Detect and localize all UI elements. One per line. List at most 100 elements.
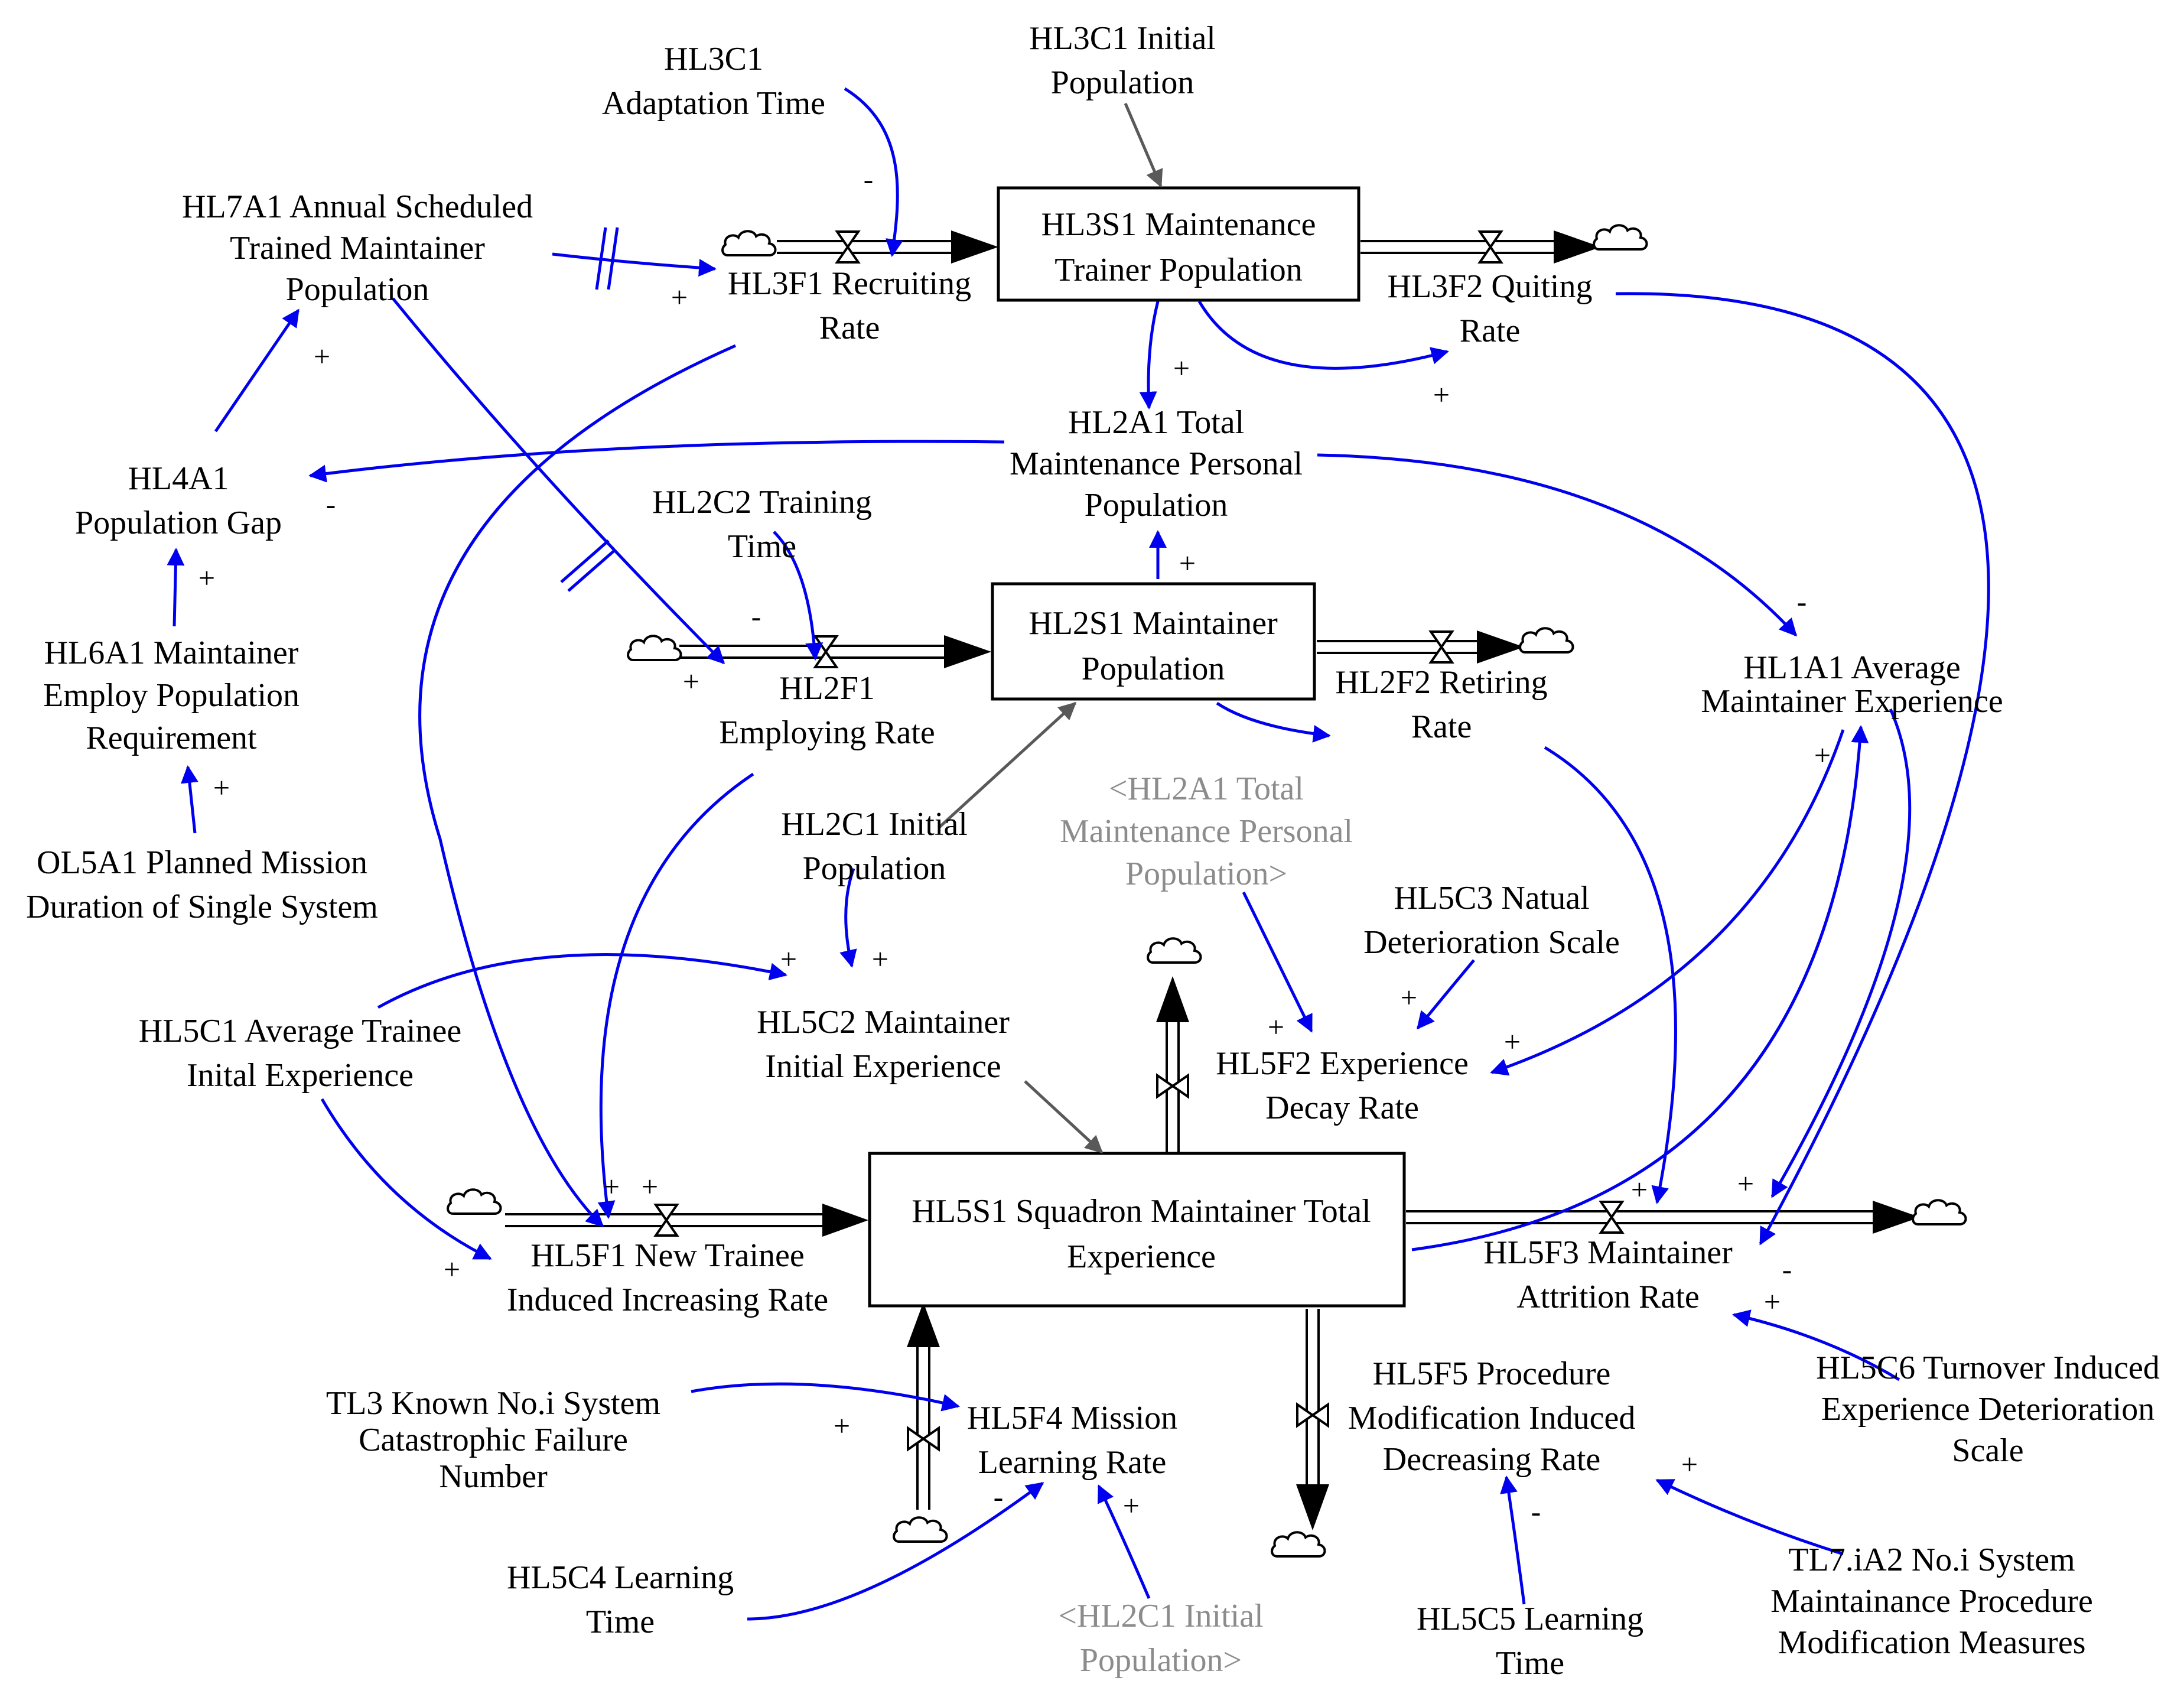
flow-label-hl5f1[interactable]: HL5F1 New Trainee <box>530 1237 805 1274</box>
variable-label-hl2a1[interactable]: Population <box>1085 487 1228 524</box>
variable-label-hl7a1[interactable]: Population <box>286 271 429 308</box>
variable-label-hl6a1[interactable]: Requirement <box>86 720 257 756</box>
variable-label-hl5c2[interactable]: Initial Experience <box>765 1048 1001 1085</box>
cloud-icon <box>1593 224 1648 251</box>
stock-box-hl5s1[interactable] <box>868 1152 1406 1308</box>
variable-label-hl5c3[interactable]: Deterioration Scale <box>1363 924 1620 961</box>
polarity-sign: + <box>872 942 888 976</box>
variable-label-hl2c1[interactable]: HL2C1 Initial <box>781 806 968 843</box>
variable-label-hl4a1[interactable]: HL4A1 <box>128 460 229 497</box>
variable-label-hl3c1-adaptation[interactable]: Adaptation Time <box>602 85 825 122</box>
variable-label-ol5a1[interactable]: Duration of Single System <box>26 889 378 925</box>
variable-label-hl1a1[interactable]: HL1A1 Average <box>1743 649 1961 686</box>
delay-marks <box>560 227 619 592</box>
polarity-sign: + <box>213 771 230 804</box>
variable-label-tl7[interactable]: TL7.iA2 No.i System <box>1788 1542 2075 1578</box>
polarity-sign: + <box>444 1253 460 1286</box>
flow-label-hl5f5[interactable]: Decreasing Rate <box>1383 1441 1600 1478</box>
variable-label-hl2c2[interactable]: HL2C2 Training <box>652 484 872 521</box>
variable-label-hl5c3[interactable]: HL5C3 Natual <box>1394 880 1589 916</box>
polarity-sign: - <box>864 162 874 196</box>
stock-label-hl3s1: HL3S1 Maintenance <box>1041 206 1316 243</box>
variable-label-hl6a1[interactable]: Employ Population <box>43 677 300 714</box>
variable-label-hl5c5[interactable]: Time <box>1496 1645 1564 1682</box>
valve-icon <box>655 1204 678 1237</box>
variable-label-hl5c1[interactable]: Inital Experience <box>187 1057 414 1094</box>
polarity-sign: + <box>1814 739 1831 772</box>
polarity-sign: - <box>1531 1495 1541 1528</box>
variable-label-hl3c1-adaptation[interactable]: HL3C1 <box>664 41 763 77</box>
valve-icon <box>814 635 838 668</box>
polarity-sign: + <box>1401 981 1417 1014</box>
variable-label-hl2c2[interactable]: Time <box>728 528 796 565</box>
flow-label-hl5f1[interactable]: Induced Increasing Rate <box>507 1282 828 1318</box>
flow-label-hl5f2[interactable]: HL5F2 Experience <box>1216 1045 1469 1082</box>
flow-label-hl2f2[interactable]: HL2F2 Retiring <box>1335 664 1547 701</box>
polarity-sign: + <box>603 1170 620 1203</box>
flow-label-hl2f1[interactable]: HL2F1 <box>779 670 875 707</box>
stock-label-hl2s1: HL2S1 Maintainer <box>1028 605 1278 642</box>
polarity-sign: + <box>1173 352 1190 385</box>
variable-label-tl7[interactable]: Modification Measures <box>1778 1624 2086 1661</box>
variable-label-hl3c1-initial[interactable]: HL3C1 Initial <box>1029 20 1216 57</box>
stock-boxes <box>868 186 1406 1308</box>
stock-box-hl3s1[interactable] <box>997 186 1360 302</box>
variable-label-hl2a1[interactable]: Maintenance Personal <box>1010 446 1303 482</box>
variable-label-ol5a1[interactable]: OL5A1 Planned Mission <box>37 844 367 881</box>
variable-label-hl5c6[interactable]: HL5C6 Turnover Induced <box>1816 1350 2160 1386</box>
variable-label-hl4a1[interactable]: Population Gap <box>75 505 282 541</box>
polarity-sign: + <box>1631 1173 1648 1206</box>
variable-label-hl5c2[interactable]: HL5C2 Maintainer <box>757 1004 1010 1041</box>
flow-label-hl2f2[interactable]: Rate <box>1411 708 1472 745</box>
variable-label-hl6a1[interactable]: HL6A1 Maintainer <box>44 635 299 671</box>
polarity-sign: + <box>671 281 688 314</box>
variable-label-hl1a1[interactable]: Maintainer Experience <box>1701 683 2003 720</box>
flow-label-hl5f4[interactable]: Learning Rate <box>978 1444 1167 1481</box>
polarity-sign: + <box>1764 1285 1781 1318</box>
flow-label-hl5f5[interactable]: Modification Induced <box>1348 1400 1636 1436</box>
polarity-sign: - <box>751 600 761 633</box>
variable-label-hl3c1-initial[interactable]: Population <box>1051 64 1194 101</box>
polarity-sign: + <box>1268 1010 1284 1043</box>
variable-label-tl3[interactable]: TL3 Known No.i System <box>326 1385 660 1422</box>
variable-label-tl3[interactable]: Number <box>439 1458 548 1495</box>
flow-label-hl5f3[interactable]: Attrition Rate <box>1516 1279 1700 1315</box>
cloud-icon <box>1519 627 1574 654</box>
variable-label-tl3[interactable]: Catastrophic Failure <box>359 1422 628 1458</box>
cloud-icon <box>447 1188 502 1215</box>
shadow-variable-hl2a1[interactable]: Maintenance Personal <box>1060 813 1353 850</box>
flow-label-hl5f5[interactable]: HL5F5 Procedure <box>1373 1355 1611 1392</box>
flow-label-hl5f3[interactable]: HL5F3 Maintainer <box>1483 1234 1733 1271</box>
flow-label-hl3f2[interactable]: HL3F2 Quiting <box>1388 268 1593 305</box>
polarity-signs: - + + + + - + + - + + - + + + + + + + + … <box>198 162 1831 1528</box>
polarity-sign: + <box>642 1170 658 1203</box>
flow-label-hl3f1[interactable]: Rate <box>819 310 880 346</box>
polarity-sign: - <box>1782 1253 1792 1286</box>
polarity-sign: + <box>834 1409 850 1442</box>
stock-box-hl2s1[interactable] <box>991 582 1316 701</box>
valve-icon <box>1430 630 1453 664</box>
shadow-variable-hl2c1[interactable]: Population> <box>1080 1642 1242 1679</box>
stock-label-hl5s1: HL5S1 Squadron Maintainer Total <box>912 1193 1371 1230</box>
variable-label-hl7a1[interactable]: Trained Maintainer <box>230 230 485 266</box>
variable-label-hl5c4[interactable]: HL5C4 Learning <box>507 1559 734 1596</box>
variable-label-hl7a1[interactable]: HL7A1 Annual Scheduled <box>182 188 533 225</box>
variable-label-hl2a1[interactable]: HL2A1 Total <box>1068 404 1244 441</box>
variable-label-hl5c5[interactable]: HL5C5 Learning <box>1417 1601 1643 1637</box>
variable-label-hl2c1[interactable]: Population <box>803 850 946 887</box>
flow-label-hl5f4[interactable]: HL5F4 Mission <box>967 1400 1177 1436</box>
cloud-icon <box>1912 1199 1967 1225</box>
variable-label-hl5c6[interactable]: Scale <box>1952 1432 2023 1469</box>
shadow-variable-hl2a1[interactable]: Population> <box>1125 856 1287 892</box>
flow-label-hl3f2[interactable]: Rate <box>1460 313 1521 349</box>
variable-label-tl7[interactable]: Maintainance Procedure <box>1770 1583 2093 1620</box>
flow-label-hl3f1[interactable]: HL3F1 Recruiting <box>728 265 971 302</box>
cloud-icon <box>721 230 777 256</box>
shadow-variable-hl2c1[interactable]: <HL2C1 Initial <box>1058 1598 1263 1634</box>
flow-label-hl2f1[interactable]: Employing Rate <box>719 714 935 751</box>
shadow-variable-hl2a1[interactable]: <HL2A1 Total <box>1109 771 1304 807</box>
variable-label-hl5c1[interactable]: HL5C1 Average Trainee <box>139 1013 461 1049</box>
flow-label-hl5f2[interactable]: Decay Rate <box>1265 1090 1419 1126</box>
variable-label-hl5c6[interactable]: Experience Deterioration <box>1821 1391 2154 1428</box>
variable-label-hl5c4[interactable]: Time <box>586 1604 655 1640</box>
